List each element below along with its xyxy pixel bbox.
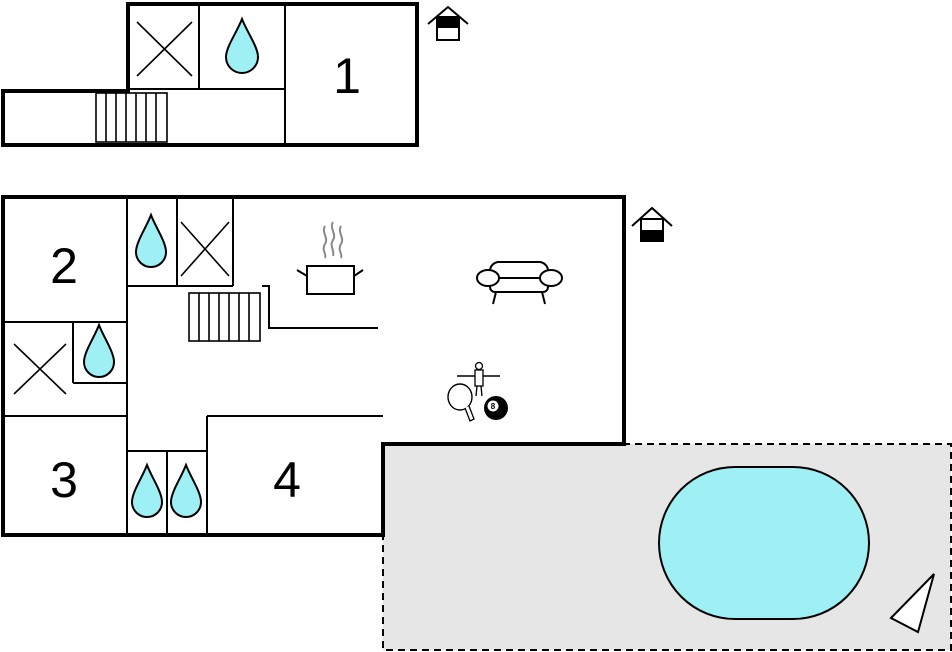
room-3-label: 3 <box>50 452 78 508</box>
shower-icon <box>130 462 164 518</box>
stairs-icon <box>95 92 168 143</box>
floor-level-icon <box>427 5 469 41</box>
toilet-icon <box>180 221 230 277</box>
shower-icon <box>82 322 116 378</box>
shower-icon <box>134 212 168 268</box>
billiard-ball-icon: 8 <box>484 396 508 420</box>
upper-floor: 1 <box>1 2 469 147</box>
room-1-label: 1 <box>333 48 361 104</box>
stairs-icon <box>188 292 261 342</box>
floor-level-icon <box>631 206 673 242</box>
toilet-icon <box>13 343 67 395</box>
shower-icon <box>169 462 203 518</box>
toilet-icon <box>136 21 193 77</box>
sofa-icon <box>476 261 563 305</box>
table-football-icon <box>457 361 500 397</box>
room-4-label: 4 <box>273 452 301 508</box>
table-tennis-icon <box>447 383 475 422</box>
billiard-ball-number: 8 <box>491 402 496 411</box>
shower-icon <box>224 16 260 74</box>
kitchen-pot-icon <box>296 221 364 295</box>
north-arrow-icon <box>889 573 935 634</box>
room-2-label: 2 <box>50 238 78 294</box>
ground-floor: 2 3 4 <box>1 195 673 537</box>
swimming-pool <box>658 466 870 620</box>
